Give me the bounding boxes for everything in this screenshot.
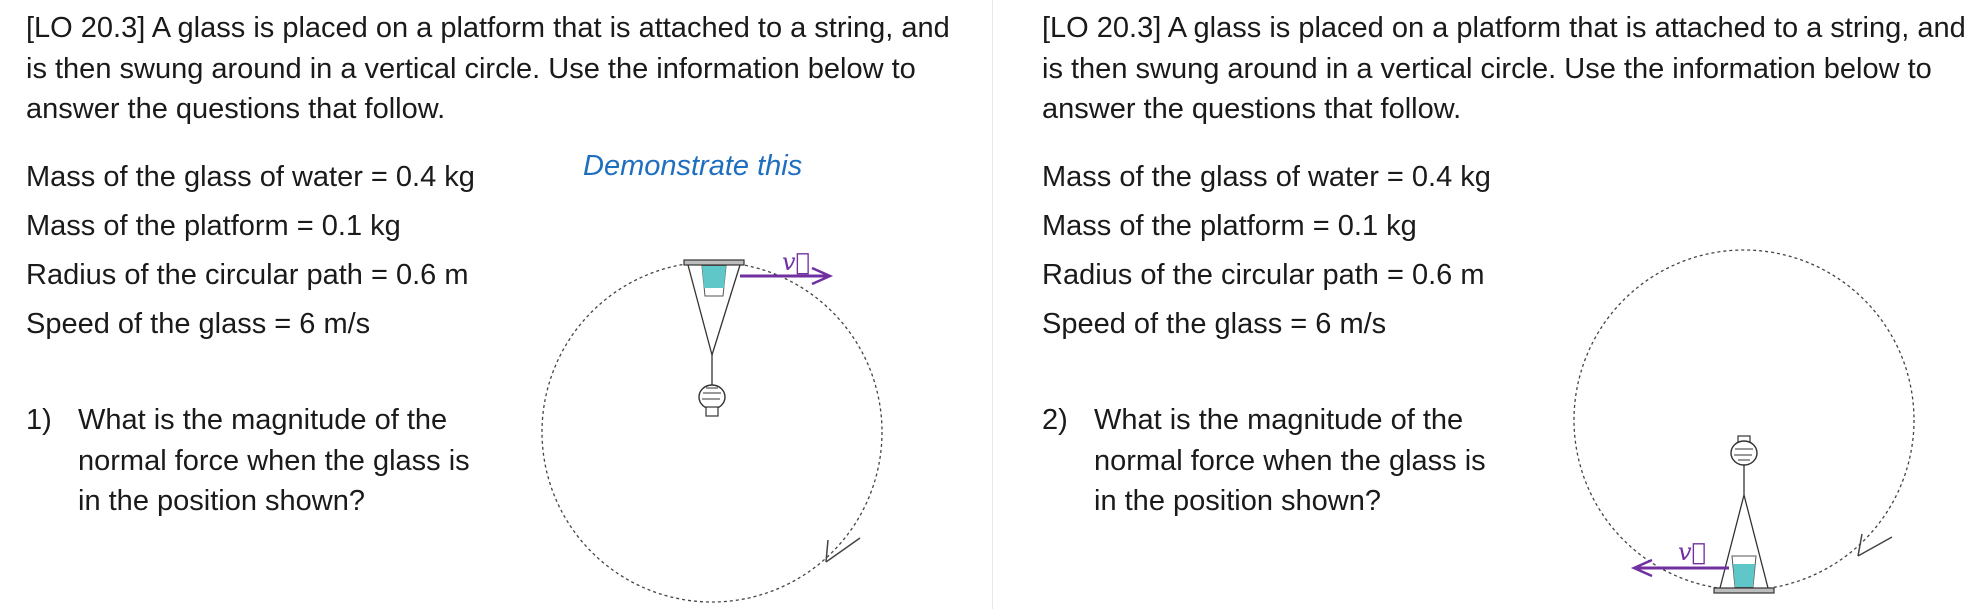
string-left (1719, 494, 1745, 589)
string-right (711, 264, 741, 356)
given-speed: Speed of the glass = 6 m/s (26, 308, 371, 340)
velocity-arrow (1630, 558, 1729, 578)
glass-of-water (1731, 555, 1757, 588)
hand-icon (698, 384, 726, 417)
intro-text: [LO 20.3] A glass is placed on a platfor… (1042, 12, 1966, 125)
given-list: Mass of the glass of water = 0.4 kg Mass… (1042, 153, 1491, 349)
hand-icon (1730, 435, 1758, 466)
given-speed: Speed of the glass = 6 m/s (1042, 308, 1387, 340)
vertical-circle-diagram-top: v⃗ (541, 248, 883, 603)
velocity-label: v⃗ (782, 248, 810, 276)
velocity-arrow (740, 266, 834, 286)
vertical-circle-diagram-bottom: v⃗ (1573, 249, 1915, 594)
intro-text: [LO 20.3] A glass is placed on a platfor… (26, 12, 950, 125)
velocity-label: v⃗ (1678, 538, 1706, 566)
path-direction-arrowhead (1857, 533, 1893, 557)
string-right (1743, 494, 1769, 589)
question-text: What is the magnitude of the normal forc… (1094, 404, 1486, 517)
slide-divider (992, 0, 993, 609)
question-number: 2) (1042, 404, 1068, 436)
slide-1: [LO 20.3] A glass is placed on a platfor… (0, 0, 988, 609)
string-left (687, 264, 713, 356)
platform (1713, 587, 1775, 594)
question-number: 1) (26, 404, 52, 436)
given-list: Mass of the glass of water = 0.4 kg Mass… (26, 153, 475, 349)
circular-path (541, 261, 883, 603)
given-mass-glass: Mass of the glass of water = 0.4 kg (26, 161, 475, 193)
circular-path (1573, 249, 1915, 591)
given-mass-glass: Mass of the glass of water = 0.4 kg (1042, 161, 1491, 193)
path-direction-arrowhead (825, 537, 861, 563)
given-radius: Radius of the circular path = 0.6 m (1042, 259, 1485, 291)
demonstrate-link[interactable]: Demonstrate this (583, 150, 803, 182)
slide-2: [LO 20.3] A glass is placed on a platfor… (1016, 0, 1978, 609)
question-text: What is the magnitude of the normal forc… (78, 404, 470, 517)
platform (683, 259, 745, 266)
given-mass-platform: Mass of the platform = 0.1 kg (26, 210, 401, 242)
given-radius: Radius of the circular path = 0.6 m (26, 259, 469, 291)
glass-of-water (701, 265, 727, 297)
given-mass-platform: Mass of the platform = 0.1 kg (1042, 210, 1417, 242)
